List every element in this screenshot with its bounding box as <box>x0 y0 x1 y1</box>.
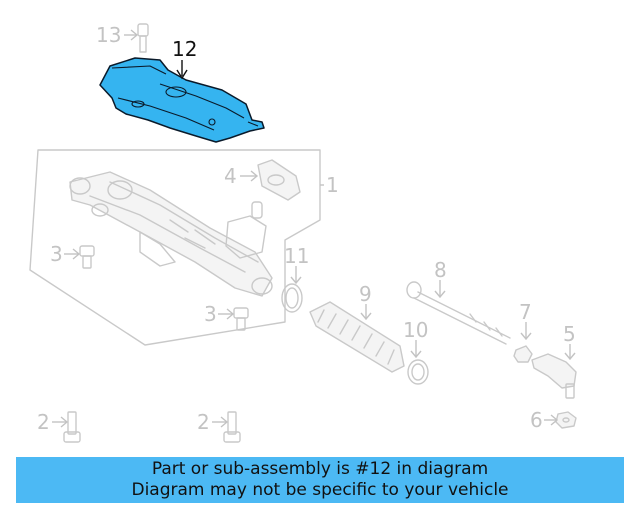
callout-1[interactable]: 1 <box>326 173 339 197</box>
nut-part-6 <box>555 411 577 429</box>
callout-11[interactable]: 11 <box>284 244 309 268</box>
steering-rack-assembly <box>69 171 273 297</box>
callout-2b[interactable]: 2 <box>197 410 210 434</box>
heat-shield-part-12[interactable] <box>99 57 265 143</box>
info-banner: Part or sub-assembly is #12 in diagram D… <box>16 457 624 503</box>
callout-4[interactable]: 4 <box>224 164 237 188</box>
callout-10[interactable]: 10 <box>403 318 428 342</box>
assembly-outline <box>29 149 321 346</box>
leader-lines <box>52 29 576 428</box>
callout-5[interactable]: 5 <box>563 322 576 346</box>
callout-7[interactable]: 7 <box>519 300 532 324</box>
outer-tie-rod-end-part-5 <box>531 353 577 399</box>
callout-13[interactable]: 13 <box>96 23 121 47</box>
clamp-part-10 <box>407 359 429 385</box>
callout-9[interactable]: 9 <box>359 282 372 306</box>
bolt-part-13 <box>137 23 149 53</box>
callout-8[interactable]: 8 <box>434 258 447 282</box>
callout-6[interactable]: 6 <box>530 408 543 432</box>
nut-part-7 <box>513 345 533 363</box>
bolt-part-2a <box>63 411 81 443</box>
callout-2a[interactable]: 2 <box>37 410 50 434</box>
inner-tie-rod-part-8 <box>406 281 511 345</box>
callout-3a[interactable]: 3 <box>50 242 63 266</box>
mount-bushing-part-4 <box>257 159 301 201</box>
bolt-part-3b <box>233 307 249 331</box>
callout-3b[interactable]: 3 <box>204 302 217 326</box>
callout-12[interactable]: 12 <box>172 37 197 61</box>
bolt-part-3a <box>79 245 95 269</box>
banner-line-2: Diagram may not be specific to your vehi… <box>131 480 509 500</box>
boot-bellows-part-9 <box>309 301 405 373</box>
banner-line-1: Part or sub-assembly is #12 in diagram <box>151 459 489 479</box>
bolt-part-2b <box>223 411 241 443</box>
clamp-part-11 <box>281 283 303 313</box>
